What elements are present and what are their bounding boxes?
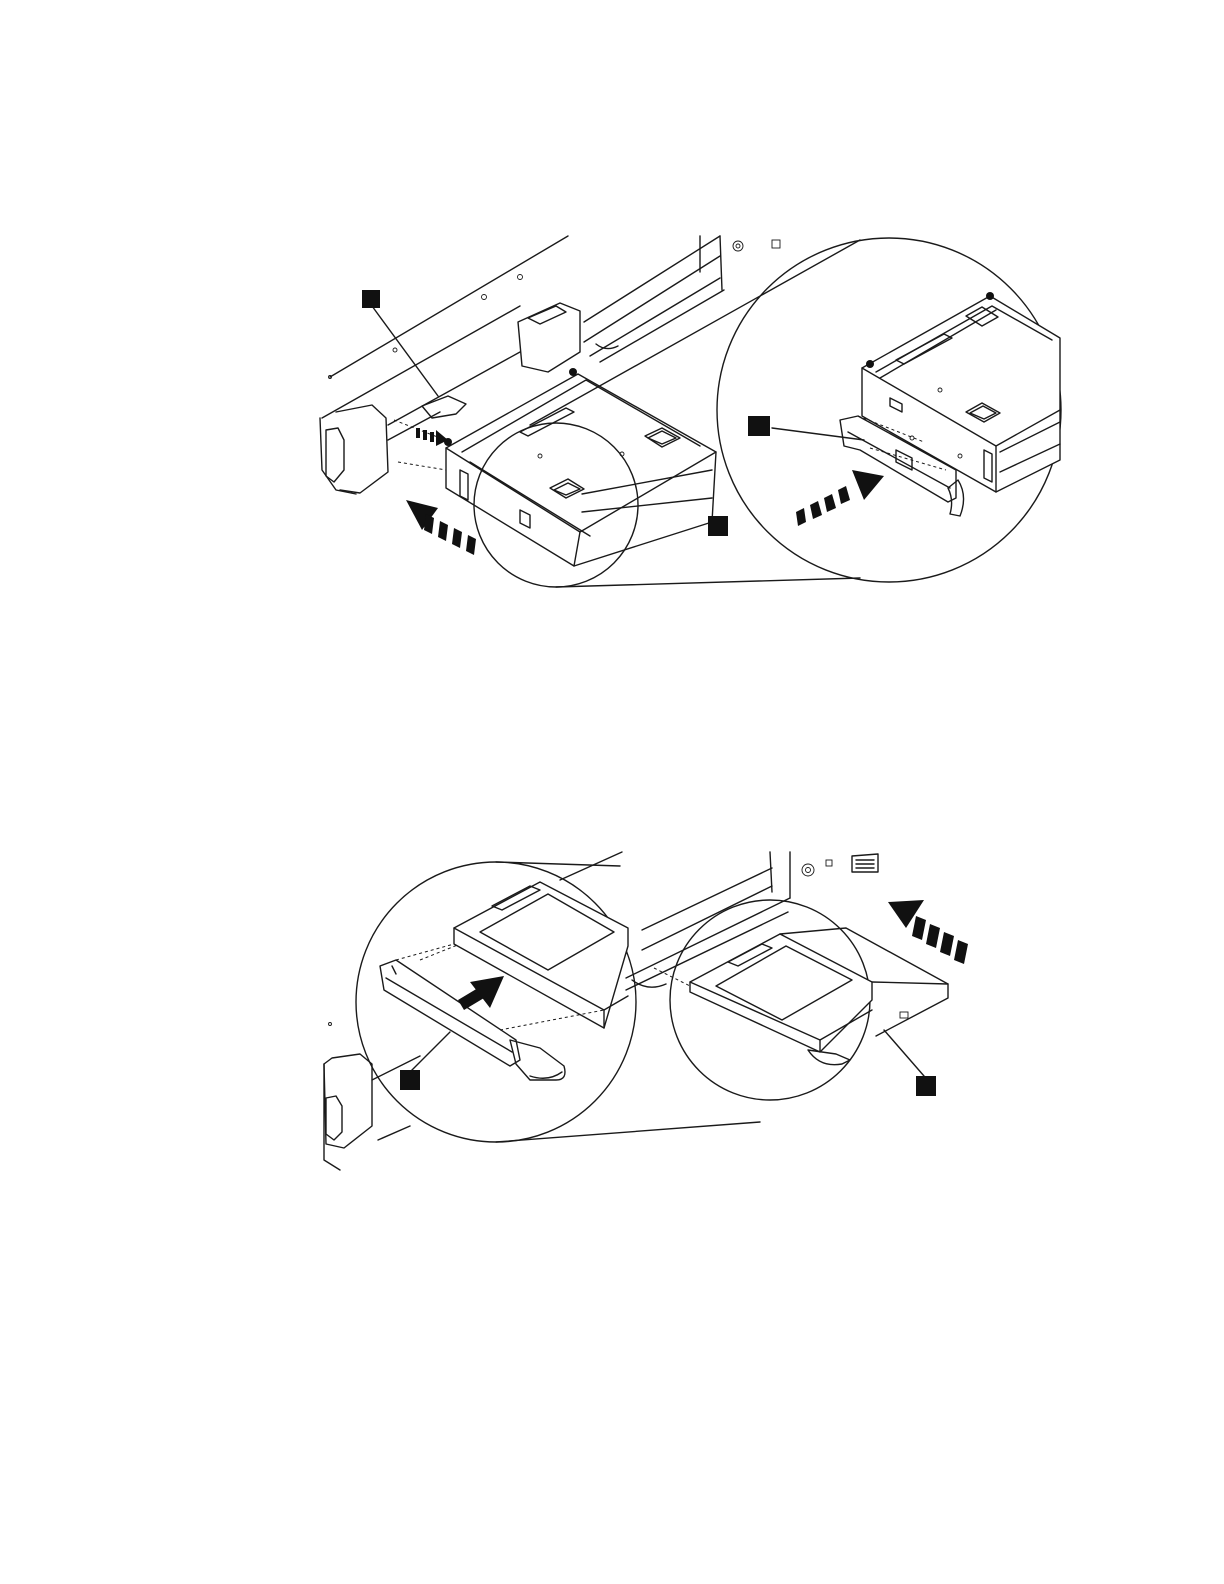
detail-view-circle: [356, 862, 760, 1142]
callout-box-2: [748, 416, 770, 436]
small-dashed-arrow: [416, 428, 448, 446]
callout-box-2: [916, 1076, 936, 1096]
detail-view-circle: [717, 238, 1061, 582]
top-illustration: [0, 200, 1224, 620]
top-illustration-svg: [0, 200, 1224, 620]
slide-left-dashed-arrow: [406, 500, 476, 555]
bottom-illustration: [0, 830, 1224, 1180]
drive-bay-openings: [584, 236, 780, 362]
callout-box-3: [708, 516, 728, 536]
callout-box-1: [400, 1070, 420, 1090]
slide-up-right-dashed-arrow: [796, 470, 884, 526]
slide-left-dashed-arrow: [888, 900, 968, 964]
bottom-illustration-svg: [0, 830, 1224, 1180]
insertion-guides: [394, 420, 446, 470]
callout-box-1: [362, 290, 380, 308]
insert-solid-arrow: [458, 976, 504, 1010]
zoom-source-circle: [670, 900, 948, 1100]
